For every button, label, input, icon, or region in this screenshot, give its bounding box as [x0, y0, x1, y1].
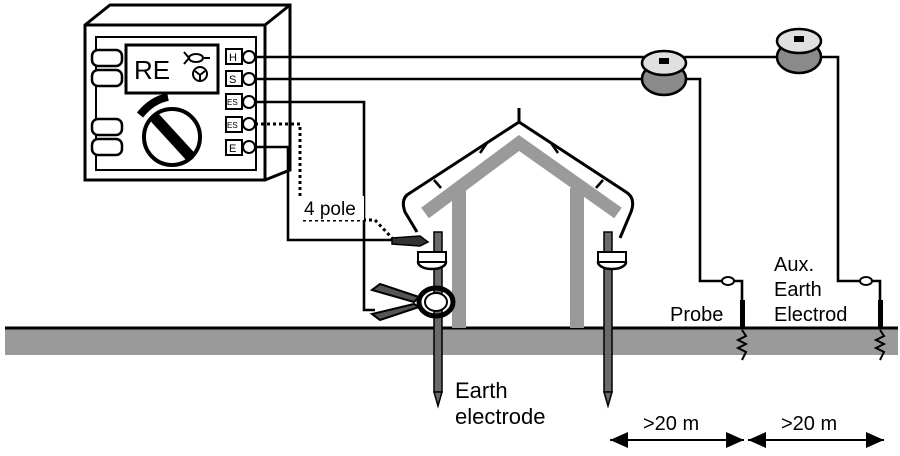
svg-text:>20 m: >20 m	[643, 413, 699, 435]
house	[401, 108, 635, 328]
earth-electrode-label-1: Earth	[455, 378, 508, 403]
probe-label: Probe	[670, 304, 723, 326]
aux-label-2: Earth	[774, 279, 822, 301]
earth-electrode-right	[603, 231, 613, 409]
probe-spike	[721, 276, 749, 361]
aux-label-3: Electrod	[774, 304, 847, 326]
clamp-symbol-icon	[183, 51, 210, 65]
meter-display-text: RE	[134, 55, 170, 85]
distance-marker-2: >20 m	[748, 413, 884, 448]
house-frame	[421, 134, 622, 328]
terminal-es-lower: ES	[225, 116, 256, 133]
earth-electrode-label-2: electrode	[455, 404, 546, 429]
svg-text:ES: ES	[227, 121, 238, 130]
clamp-sensor	[369, 282, 456, 322]
electrode-clamp	[416, 251, 628, 271]
distance-marker-1: >20 m	[610, 413, 744, 448]
terminal-s: S	[225, 70, 256, 87]
four-pole-label: 4 pole	[304, 199, 356, 220]
cable-reel-h	[775, 27, 823, 75]
terminal-e: E	[225, 139, 256, 156]
svg-text:H: H	[229, 52, 237, 64]
earth-electrode-left	[433, 231, 443, 409]
meter-display	[124, 43, 220, 95]
terminal-es: ES	[225, 93, 256, 110]
aux-label-1: Aux.	[774, 254, 814, 276]
rotary-knob-icon	[136, 93, 202, 167]
meter-box: RE H S ES	[83, 3, 292, 182]
electrode-clip	[391, 235, 430, 247]
svg-text:E: E	[229, 143, 236, 155]
svg-text:>20 m: >20 m	[781, 413, 837, 435]
cable-reel-s	[640, 49, 688, 97]
svg-text:ES: ES	[227, 98, 238, 107]
svg-text:S: S	[229, 74, 236, 86]
ground	[5, 326, 898, 355]
rotation-symbol-icon	[192, 66, 208, 82]
terminal-h: H	[225, 48, 256, 65]
aux-spike	[859, 276, 887, 361]
